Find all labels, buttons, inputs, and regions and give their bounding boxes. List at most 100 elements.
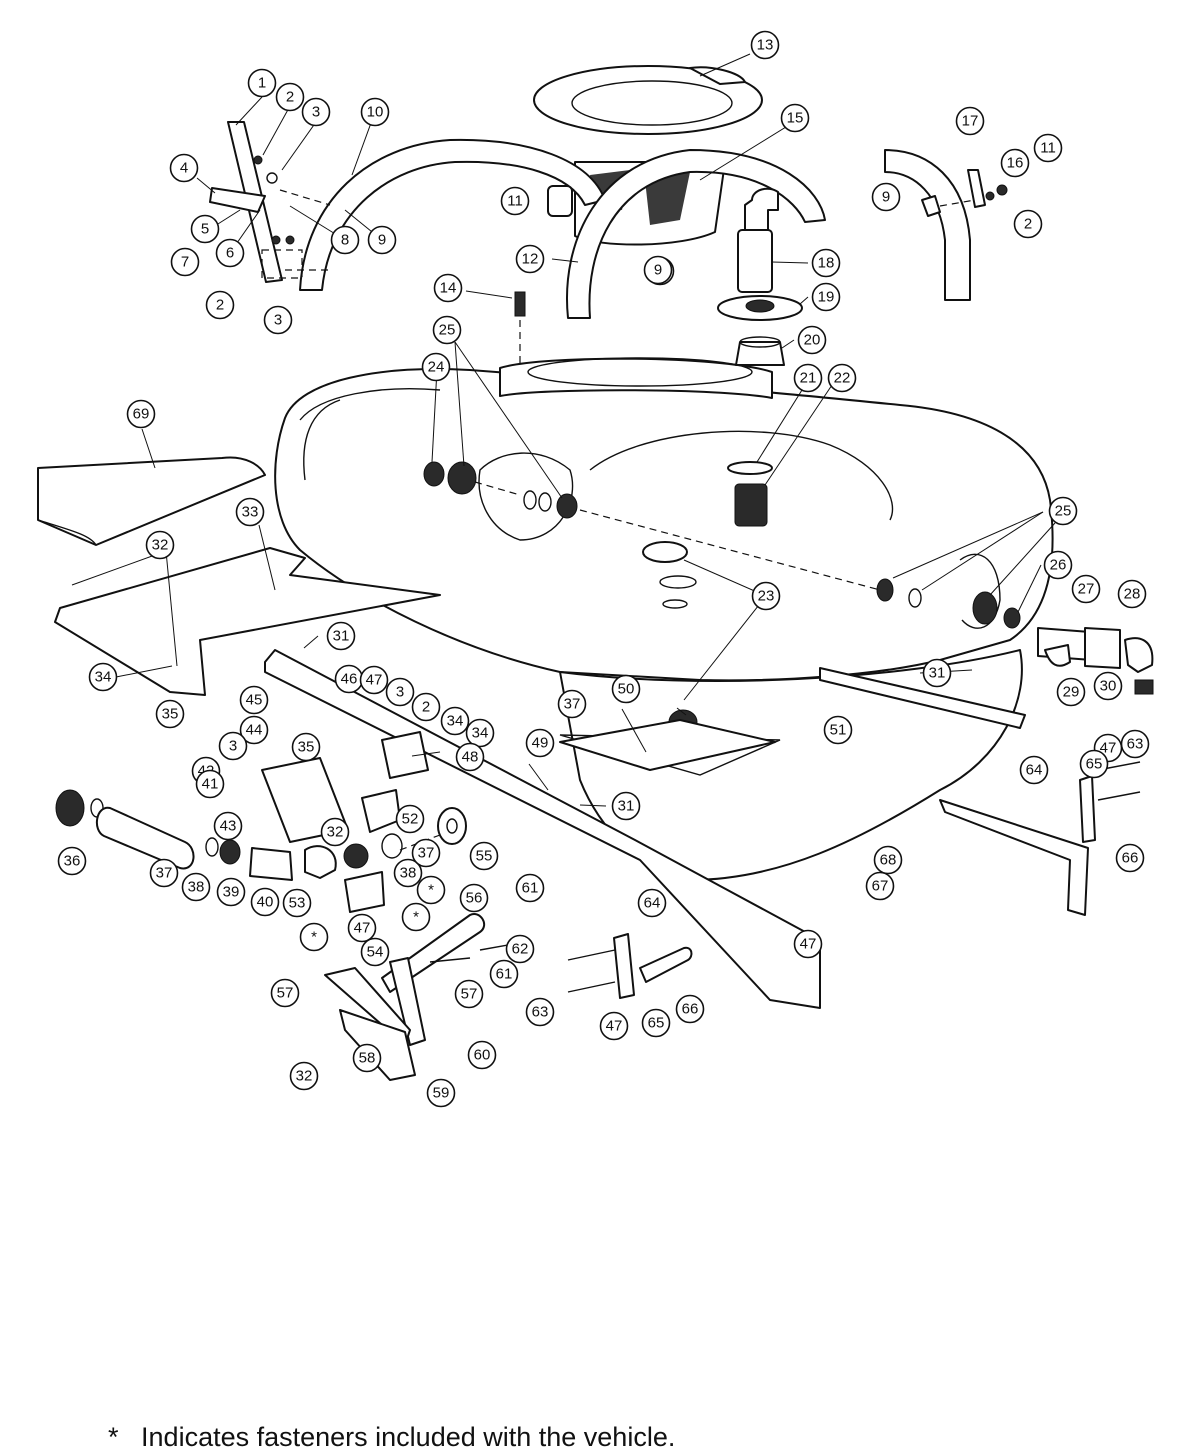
callout-circle <box>871 182 901 212</box>
callout-71: 53 <box>282 888 312 918</box>
callout-number: 15 <box>787 110 804 127</box>
drain-fitting-23 <box>642 541 697 609</box>
callout-circle <box>239 685 269 715</box>
callout-circle <box>827 363 857 393</box>
callout-number: 3 <box>312 104 320 121</box>
callout-number: 36 <box>64 853 81 870</box>
hose-assembly <box>55 789 441 881</box>
callout-72: 38 <box>393 858 423 888</box>
callout-number: 35 <box>162 706 179 723</box>
callout-number: 8 <box>341 232 349 249</box>
callout-number: 65 <box>648 1015 665 1032</box>
callout-circle <box>797 325 827 355</box>
callout-2: 3 <box>301 97 331 127</box>
callout-75: * <box>416 875 446 905</box>
callout-84: 66 <box>1115 843 1145 873</box>
callout-circle <box>793 363 823 393</box>
callout-number: 57 <box>277 985 294 1002</box>
callout-circle <box>155 699 185 729</box>
callout-number: 24 <box>428 359 445 376</box>
callout-circle <box>1071 574 1101 604</box>
fitting-11 <box>547 185 573 217</box>
callout-circle <box>169 153 199 183</box>
callout-number: 11 <box>1040 140 1056 157</box>
callout-47: 50 <box>611 674 641 704</box>
callout-circle <box>489 959 519 989</box>
callout-92: 57 <box>454 979 484 1009</box>
callout-number: 12 <box>522 251 539 268</box>
callout-91: 61 <box>489 959 519 989</box>
callout-99: 58 <box>352 1043 382 1073</box>
callout-number: 64 <box>1026 762 1043 779</box>
callout-number: 48 <box>462 749 479 766</box>
callout-circle <box>367 225 397 255</box>
callout-number: 37 <box>418 845 435 862</box>
callout-19: 19 <box>811 282 841 312</box>
callout-circle <box>1043 550 1073 580</box>
callout-0: 1 <box>247 68 277 98</box>
nut-20 <box>735 336 785 366</box>
callout-circle <box>88 662 118 692</box>
callout-number: 35 <box>298 739 315 756</box>
callout-64: 31 <box>611 791 641 821</box>
bolts-63-66 <box>567 761 1141 999</box>
callout-number: 18 <box>818 255 835 272</box>
callout-circle <box>360 97 390 127</box>
callout-circle <box>811 248 841 278</box>
callout-16: 12 <box>515 244 545 274</box>
callout-number: 30 <box>1100 678 1117 695</box>
callout-66: 36 <box>57 846 87 876</box>
callout-number: 43 <box>220 818 237 835</box>
callout-number: 41 <box>202 776 219 793</box>
callout-circle <box>216 877 246 907</box>
callout-70: 40 <box>250 887 280 917</box>
callout-number: 64 <box>644 895 661 912</box>
callout-circle <box>181 872 211 902</box>
callout-number: * <box>428 882 434 899</box>
callout-circle <box>643 255 673 285</box>
callout-circle <box>823 715 853 745</box>
callout-98: 66 <box>675 994 705 1024</box>
callout-34: 34 <box>88 662 118 692</box>
outlet-fittings-right <box>876 578 1154 695</box>
callout-51: 45 <box>239 685 269 715</box>
callout-28: 24 <box>421 352 451 382</box>
callout-69: 39 <box>216 877 246 907</box>
callout-circle <box>955 106 985 136</box>
callout-number: 54 <box>367 944 384 961</box>
callout-circle <box>1000 148 1030 178</box>
callout-4: 5 <box>190 214 220 244</box>
callout-number: 32 <box>296 1068 313 1085</box>
callout-6: 7 <box>170 247 200 277</box>
callout-circle <box>426 1078 456 1108</box>
callout-87: 47 <box>793 929 823 959</box>
callout-21: 14 <box>433 273 463 303</box>
callout-circle <box>675 994 705 1024</box>
callout-circle <box>401 902 431 932</box>
callout-number: 47 <box>606 1018 623 1035</box>
callout-circle <box>326 621 356 651</box>
callout-circle <box>922 658 952 688</box>
callout-number: 10 <box>367 104 384 121</box>
tank-lid <box>533 65 763 135</box>
callout-18: 18 <box>811 248 841 278</box>
callout-10: 3 <box>263 305 293 335</box>
callout-46: 37 <box>557 689 587 719</box>
callout-circle <box>250 887 280 917</box>
callout-circle <box>320 817 350 847</box>
callout-77: * <box>299 922 329 952</box>
callout-number: 20 <box>804 332 821 349</box>
callout-67: 37 <box>149 858 179 888</box>
callout-number: 38 <box>400 865 417 882</box>
callout-number: 1 <box>258 75 266 92</box>
callout-circle <box>1079 749 1109 779</box>
elbow-pipe-18 <box>737 187 779 293</box>
callout-circle <box>395 804 425 834</box>
bracket-plate-48 <box>381 731 429 779</box>
callout-61: 43 <box>213 811 243 841</box>
callout-25: 9 <box>871 182 901 212</box>
callout-number: 11 <box>507 193 523 210</box>
callout-circle <box>235 497 265 527</box>
footnote-marker: * <box>108 1422 119 1452</box>
callout-82: 65 <box>1079 749 1109 779</box>
